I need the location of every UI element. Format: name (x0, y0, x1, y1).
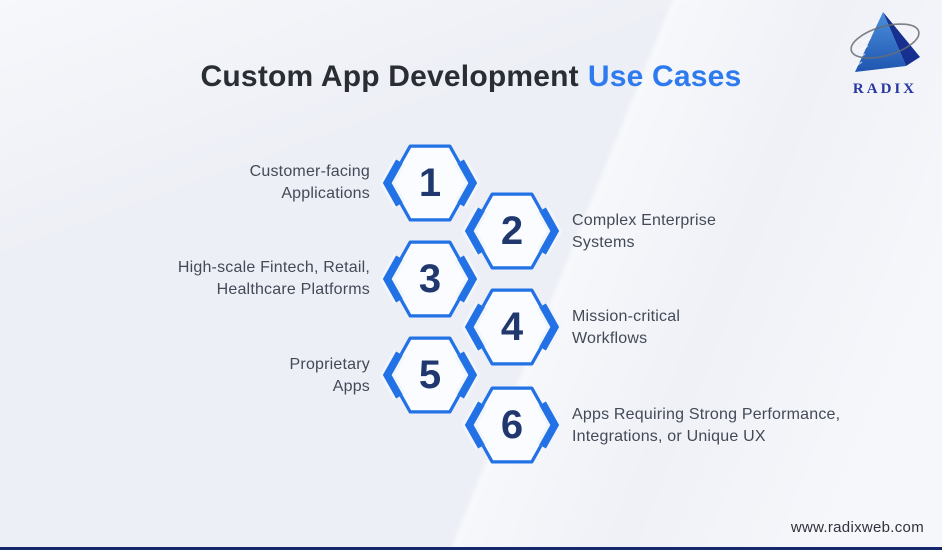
page-title-main: Custom App Development (200, 60, 579, 93)
use-case-label-1: Customer-facing Applications (249, 163, 370, 202)
use-case-label-5: Proprietary Apps (289, 356, 370, 395)
use-case-label-6: Apps Requiring Strong Performance, Integ… (572, 406, 841, 445)
use-case-label-4: Mission-critical Workflows (572, 308, 681, 347)
website-url: www.radixweb.com (790, 519, 924, 536)
hexagon-step-6: 6 (467, 380, 557, 470)
radix-logo-text: RADIX (853, 81, 917, 97)
bottom-accent-bar (0, 547, 942, 550)
hexagon-step-5: 5 (385, 330, 475, 420)
hexagon-step-1: 1 (385, 138, 475, 228)
use-case-label-2: Complex Enterprise Systems (572, 212, 717, 251)
use-case-label-3: High-scale Fintech, Retail, Healthcare P… (177, 259, 370, 298)
step-number-2: 2 (500, 208, 524, 253)
hexagon-step-3: 3 (385, 234, 475, 324)
hexagon-step-4: 4 (467, 282, 557, 372)
page-title-accent: Use Cases (587, 60, 742, 93)
radix-pyramid-icon: RADIX (850, 12, 920, 97)
hexagon-step-2: 2 (467, 186, 557, 276)
radix-logo: RADIX (838, 6, 932, 100)
step-number-5: 5 (418, 352, 442, 397)
step-number-4: 4 (500, 304, 524, 349)
step-number-6: 6 (500, 402, 524, 447)
step-number-1: 1 (418, 160, 442, 205)
step-number-3: 3 (418, 256, 442, 301)
